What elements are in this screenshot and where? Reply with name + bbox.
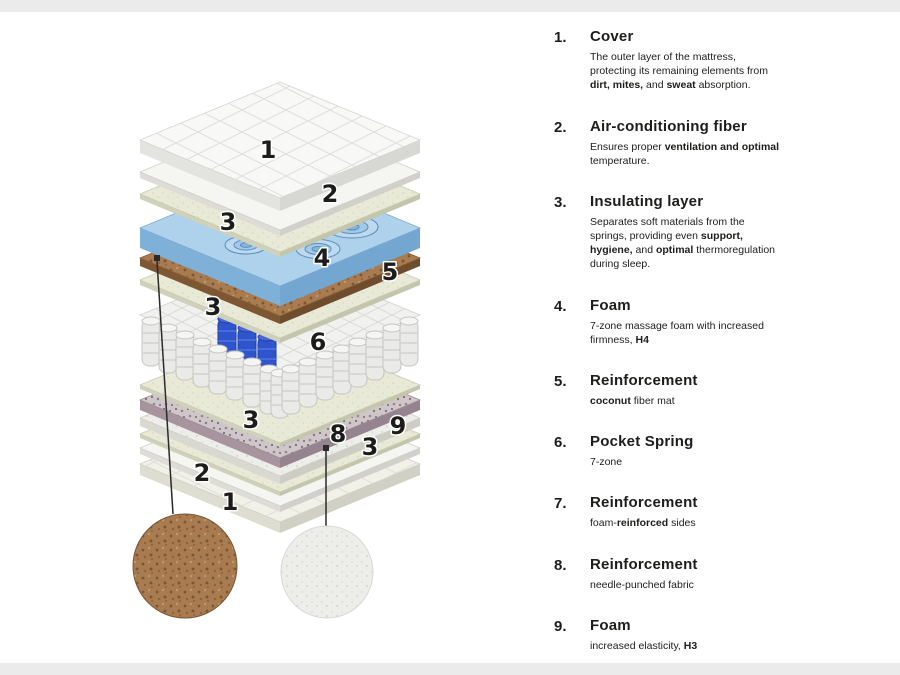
foam-texture-inset <box>280 525 374 619</box>
legend-item-insulating-layer: 3. Insulating layer Separates soft mater… <box>554 193 854 272</box>
legend-item-foam-h3: 9. Foam increased elasticity, H3 <box>554 617 854 653</box>
layer-number-label: 1 <box>260 136 277 164</box>
coconut-leader-line <box>154 255 174 515</box>
layer-number-label: 3 <box>243 406 260 434</box>
mattress-exploded-diagram: 1 2 3 4 5 3 6 3 8 9 3 2 1 <box>132 81 422 619</box>
layer-number-label: 6 <box>310 328 327 356</box>
spring-coil <box>141 316 161 367</box>
legend-item-description: 7-zone <box>590 456 623 469</box>
spring-coil <box>208 344 228 395</box>
spring-coil <box>298 357 318 408</box>
legend-item-number: 9. <box>554 617 567 635</box>
spring-coil <box>399 316 419 367</box>
spring-coil <box>175 330 195 381</box>
legend-item-number: 7. <box>554 495 567 513</box>
spring-coil <box>225 350 245 401</box>
legend-item-description: The outer layer of the mattress, protect… <box>590 51 768 92</box>
mattress-diagram-pane: 1 2 3 4 5 3 6 3 8 9 3 2 1 <box>0 12 540 663</box>
layer-number-label: 9 <box>390 412 407 440</box>
legend-item-reinforcement-coconut: 5. Reinforcement coconut fiber mat <box>554 372 854 408</box>
spring-coil <box>348 337 368 388</box>
legend-item-number: 4. <box>554 297 567 315</box>
legend-item-title: Insulating layer <box>590 192 704 210</box>
spring-coil <box>382 323 402 374</box>
layer-number-label: 3 <box>362 433 379 461</box>
legend-item-number: 6. <box>554 434 567 452</box>
legend: 1. Cover The outer layer of the mattress… <box>540 12 900 663</box>
legend-item-ac-fiber: 2. Air-conditioning fiber Ensures proper… <box>554 118 854 168</box>
legend-item-title: Foam <box>590 296 631 314</box>
layer-number-label: 8 <box>330 420 347 448</box>
legend-item-number: 3. <box>554 193 567 211</box>
legend-item-reinforcement-fabric: 8. Reinforcement needle-punched fabric <box>554 556 854 592</box>
foam-left-face <box>140 228 280 306</box>
legend-item-description: needle-punched fabric <box>590 578 694 591</box>
layer-number-label: 2 <box>322 180 339 208</box>
spring-coil <box>192 337 212 388</box>
top-letterbox-bar <box>0 0 900 12</box>
legend-item-number: 8. <box>554 556 567 574</box>
legend-item-description: 7-zone massage foam with increased firmn… <box>590 319 764 346</box>
legend-item-cover: 1. Cover The outer layer of the mattress… <box>554 28 854 93</box>
legend-item-description: Separates soft materials from the spring… <box>590 215 776 271</box>
spring-coil <box>332 344 352 395</box>
layer-number-label: 3 <box>205 293 222 321</box>
spring-coil <box>242 357 262 408</box>
spring-coil <box>281 364 301 415</box>
legend-item-pocket-spring: 6. Pocket Spring 7-zone <box>554 433 854 469</box>
legend-item-title: Reinforcement <box>590 555 698 573</box>
legend-item-title: Pocket Spring <box>590 433 694 451</box>
foam-leader-line <box>323 445 329 527</box>
legend-item-title: Cover <box>590 28 634 45</box>
legend-item-description: foam-reinforced sides <box>590 517 696 530</box>
legend-item-number: 1. <box>554 29 567 46</box>
bottom-letterbox-bar <box>0 663 900 675</box>
layer-1-cover-top <box>138 81 422 211</box>
layer-number-label: 2 <box>194 459 211 487</box>
layer-number-label: 5 <box>382 258 399 286</box>
legend-item-title: Reinforcement <box>590 494 698 512</box>
legend-item-title: Reinforcement <box>590 372 698 390</box>
legend-item-foam-h4: 4. Foam 7-zone massage foam with increas… <box>554 297 854 347</box>
legend-item-description: Ensures proper ventilation and optimal t… <box>590 140 780 167</box>
legend-item-title: Foam <box>590 616 631 634</box>
legend-item-number: 5. <box>554 373 567 391</box>
legend-item-description: coconut fiber mat <box>590 395 675 408</box>
legend-item-number: 2. <box>554 118 567 136</box>
layer-number-label: 3 <box>220 208 237 236</box>
foam-right-face <box>280 228 420 306</box>
legend-item-title: Air-conditioning fiber <box>590 117 747 135</box>
layer-number-label: 1 <box>222 488 239 516</box>
coconut-texture-inset <box>132 513 238 619</box>
legend-item-reinforcement-sides: 7. Reinforcement foam-reinforced sides <box>554 494 854 530</box>
spring-coil <box>365 330 385 381</box>
layer-number-label: 4 <box>314 244 331 272</box>
spring-coil <box>315 350 335 401</box>
legend-item-description: increased elasticity, H3 <box>590 639 698 652</box>
